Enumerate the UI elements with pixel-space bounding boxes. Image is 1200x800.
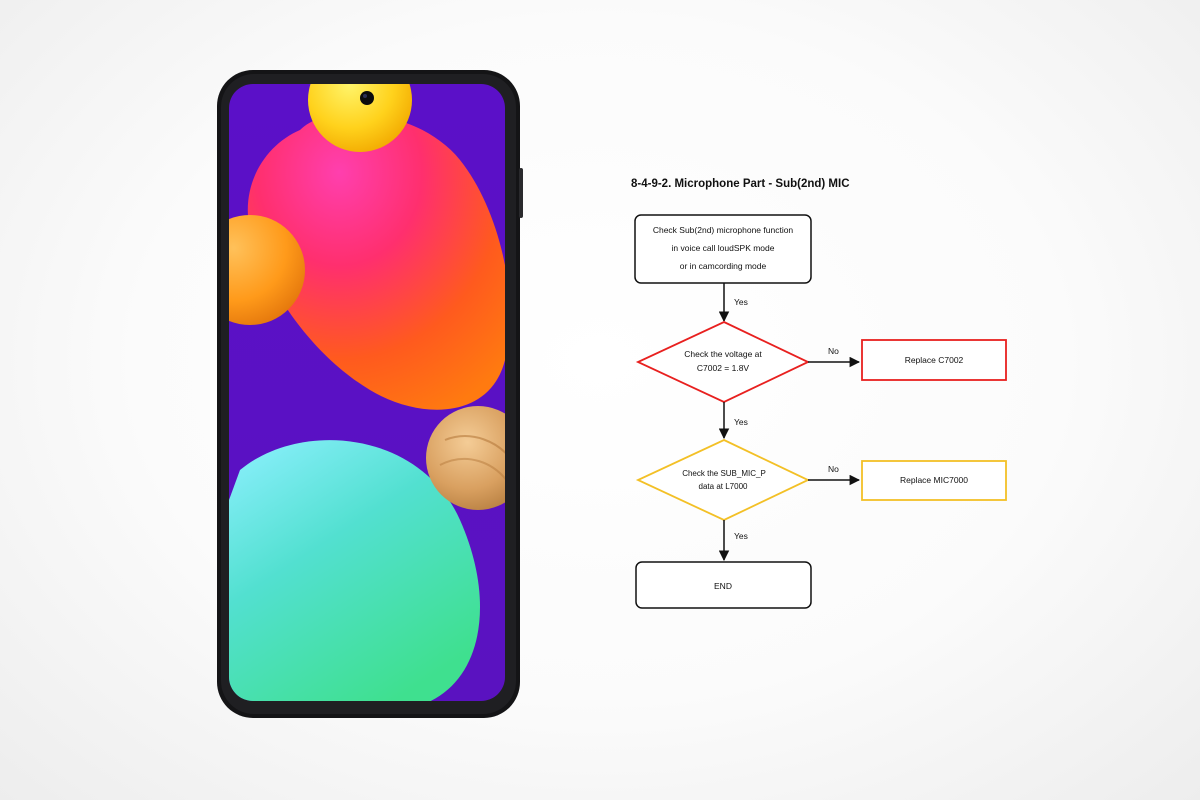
start-line-2: in voice call loudSPK mode [671, 243, 774, 253]
action1-label: Replace C7002 [905, 355, 964, 365]
edge-label-yes-2: Yes [734, 417, 748, 427]
check2-decision: Check the SUB_MIC_P data at L7000 [635, 439, 811, 521]
check1-line-2: C7002 = 1.8V [697, 363, 750, 373]
end-label: END [714, 581, 732, 591]
edge-label-yes-3: Yes [734, 531, 748, 541]
action2-box: Replace MIC7000 [861, 460, 1007, 501]
start-box: Check Sub(2nd) microphone function in vo… [634, 214, 812, 284]
action2-label: Replace MIC7000 [900, 475, 968, 485]
phone-screen [229, 84, 505, 701]
edge-label-no-1: No [828, 346, 839, 356]
check2-line-2: data at L7000 [699, 482, 748, 491]
edge-label-yes-1: Yes [734, 297, 748, 307]
start-line-3: or in camcording mode [680, 261, 767, 271]
start-line-1: Check Sub(2nd) microphone function [653, 225, 794, 235]
action1-box: Replace C7002 [861, 339, 1007, 381]
camera-icon [360, 91, 374, 105]
edge-label-no-2: No [828, 464, 839, 474]
end-box: END [635, 561, 812, 609]
check1-line-1: Check the voltage at [684, 349, 762, 359]
diagram-title: 8-4-9-2. Microphone Part - Sub(2nd) MIC [631, 178, 850, 190]
side-button [519, 168, 523, 218]
check2-line-1: Check the SUB_MIC_P [682, 469, 766, 478]
check1-decision: Check the voltage at C7002 = 1.8V [635, 321, 811, 403]
